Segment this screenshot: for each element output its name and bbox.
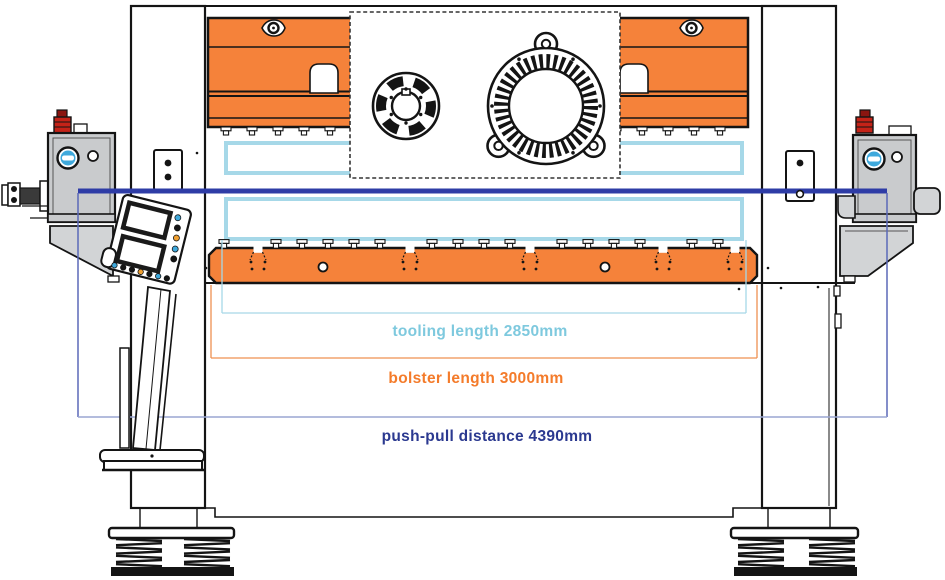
bolster-t-slots [249, 246, 744, 271]
bolster-plate [207, 239, 759, 285]
stator-lamination-drawing [486, 31, 606, 166]
bed-bottom-line [205, 507, 762, 518]
control-pendant [99, 193, 205, 472]
tooling-dimension-lines [221, 240, 747, 314]
stand-base [103, 460, 203, 471]
bolster-dimension-lines [210, 285, 758, 359]
right-support-wedge [839, 225, 914, 277]
lifting-lug-right [679, 19, 704, 37]
right-bracket [913, 187, 941, 215]
push-pull-distance-label: push-pull distance 4390mm [382, 428, 593, 445]
bolster-hole [599, 261, 611, 273]
pendant-buttons[interactable] [111, 202, 187, 282]
left-clamp-mechanism [1, 180, 51, 219]
tooling-area-lower-outline [224, 197, 744, 241]
push-pull-dimension-lines [77, 188, 888, 418]
bracket-hole [796, 159, 804, 167]
slide-cutout-left [309, 63, 339, 94]
stand-cylinder [119, 347, 130, 449]
right-estop-button [855, 109, 912, 136]
right-cabinet [851, 133, 918, 224]
left-side-equipment [1, 109, 183, 283]
vibration-springs [115, 537, 856, 568]
inset-detail [349, 11, 621, 179]
foot-base-plate [111, 567, 234, 576]
indicator-lamp [891, 151, 903, 163]
column-hinge-tab [834, 313, 842, 329]
bracket-hole [164, 173, 172, 181]
left-cabinet [46, 131, 117, 224]
foot-base-plate [734, 567, 857, 576]
foot-plate [729, 526, 860, 540]
lifting-lug-left [261, 19, 286, 37]
left-estop-button [53, 109, 88, 134]
bolster-length-label: bolster length 3000mm [388, 370, 563, 387]
wedge-foot [843, 275, 856, 283]
foot-isolator-left [107, 508, 236, 576]
wedge-foot [107, 275, 120, 283]
foot-plate [107, 526, 236, 540]
bolster-clamp-bolts [218, 239, 724, 249]
foot-isolator-right [729, 508, 860, 576]
pendant-handle [100, 247, 117, 269]
column-hinge-tab [833, 285, 841, 297]
pendant-bracket [153, 149, 183, 191]
bracket-hole-on-line [795, 189, 805, 199]
slide-cutout-right [619, 63, 649, 94]
pendant-head [100, 193, 192, 285]
rotor-lamination-drawing [371, 71, 441, 141]
bolster-hole [317, 261, 329, 273]
tooling-length-label: tooling length 2850mm [392, 323, 567, 340]
bracket-hole [164, 159, 172, 167]
pressure-gauge-icon [56, 146, 80, 170]
cabinet-connector [837, 195, 856, 219]
right-column [760, 4, 838, 510]
pressure-gauge-icon [862, 147, 886, 171]
indicator-lamp [87, 150, 99, 162]
